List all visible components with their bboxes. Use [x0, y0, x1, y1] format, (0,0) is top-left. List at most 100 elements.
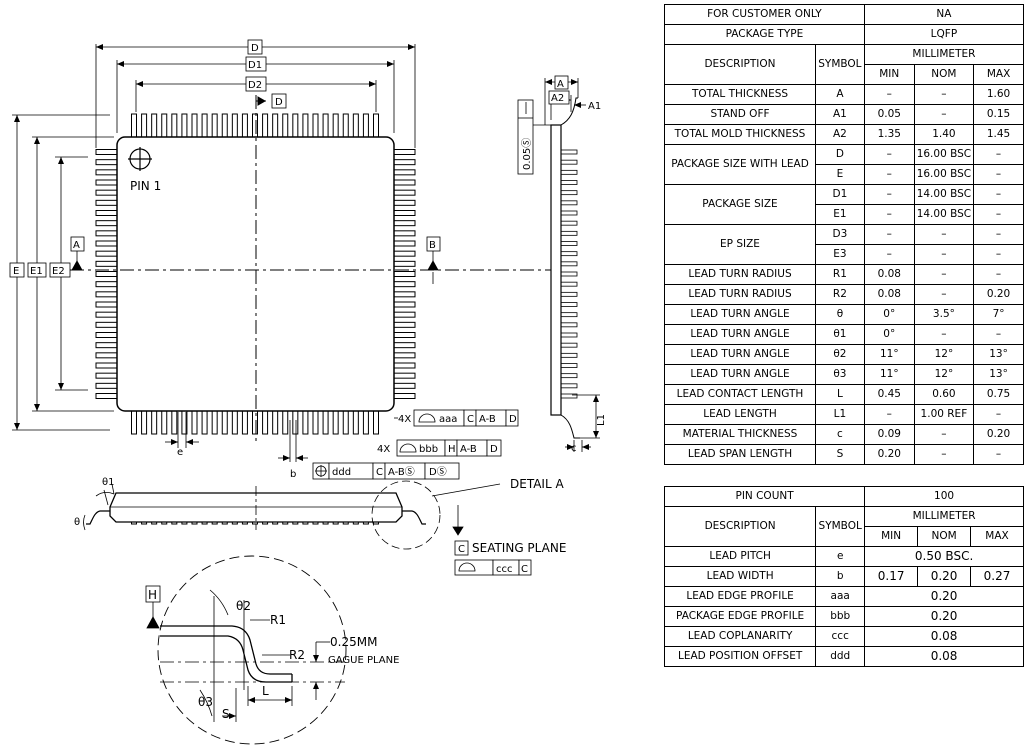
- detail-circle: [157, 555, 347, 745]
- row-max: 0.20: [973, 424, 1024, 445]
- row-max: –: [973, 204, 1024, 225]
- symbol-header: SYMBOL: [814, 44, 865, 85]
- row-nom: 1.00 REF: [913, 404, 975, 425]
- lead: [151, 410, 158, 435]
- row-nom: 12°: [913, 344, 975, 365]
- row-desc: TOTAL MOLD THICKNESS: [664, 124, 816, 145]
- row-min: 11°: [863, 364, 915, 385]
- package-type-row: PACKAGE TYPE LQFP: [664, 24, 1024, 45]
- lead: [292, 410, 299, 435]
- row-min: –: [863, 204, 915, 225]
- lead: [393, 372, 416, 379]
- lead: [560, 281, 578, 287]
- lead: [393, 342, 416, 349]
- pin-header-row: DESCRIPTION SYMBOL MILLIMETER: [663, 506, 1024, 547]
- table-row: LEAD TURN ANGLE θ2 11° 12° 13°: [664, 344, 1024, 365]
- row-desc: LEAD TURN ANGLE: [664, 344, 816, 365]
- r2-label: R2: [289, 648, 305, 662]
- dim-e-label: E: [13, 266, 19, 277]
- lead: [393, 189, 416, 196]
- fcf-ddd-symbol: ddd: [332, 467, 351, 478]
- pin1-marker: [128, 147, 152, 171]
- dim-d-label: D: [251, 43, 259, 54]
- row-desc: LEAD SPAN LENGTH: [664, 444, 816, 465]
- row-max: –: [973, 404, 1024, 425]
- gauge-dim-label: 0.25MM: [330, 635, 377, 649]
- row-desc: LEAD CONTACT LENGTH: [664, 384, 816, 405]
- lead: [241, 113, 248, 138]
- pin-description-header: DESCRIPTION: [663, 506, 817, 547]
- side-top-lead: [560, 97, 578, 126]
- row-symbol: R1: [814, 264, 865, 285]
- package-drawing: PIN 1 D D1 D2 D: [9, 39, 607, 745]
- lead: [95, 260, 118, 267]
- row-min: 0.20: [863, 444, 915, 465]
- lead: [231, 410, 238, 435]
- dim-e2-label: E2: [52, 266, 65, 277]
- row-desc: MATERIAL THICKNESS: [664, 424, 816, 445]
- lead: [302, 410, 309, 435]
- max-header: MAX: [973, 64, 1024, 85]
- table-row: LEAD COPLANARITY ccc 0.08: [663, 626, 1024, 647]
- lead: [211, 410, 218, 435]
- front-left-lead: [86, 510, 110, 525]
- lead: [342, 113, 349, 138]
- row-desc: LEAD TURN ANGLE: [664, 304, 816, 325]
- fcf-aaa-symbol: aaa: [439, 414, 457, 425]
- row-min: –: [863, 404, 915, 425]
- lead: [95, 393, 118, 399]
- row-max: –: [973, 244, 1024, 265]
- lead: [272, 410, 279, 435]
- lead-pitch-row: LEAD PITCH e 0.50 BSC.: [663, 546, 1024, 567]
- lead: [95, 271, 118, 277]
- lead: [560, 302, 578, 307]
- side-dim-a2-label: A2: [551, 93, 564, 104]
- fcf-ccc-symbol: ccc: [496, 564, 513, 575]
- row-min: 0.05: [863, 104, 915, 125]
- datum-h: [145, 585, 161, 629]
- row-symbol: D1: [814, 184, 865, 205]
- table-row: E3 – – –: [665, 244, 1024, 265]
- lead: [95, 311, 118, 318]
- row-desc: LEAD LENGTH: [664, 404, 816, 425]
- row-symbol: θ3: [814, 364, 865, 385]
- fcf-bbb-count: 4X: [377, 444, 390, 455]
- lead: [95, 281, 118, 288]
- row-max: –: [973, 324, 1024, 345]
- datum-a: [70, 236, 85, 271]
- fcf-aaa-datum-ab: A-B: [479, 414, 496, 425]
- lead: [560, 149, 578, 155]
- row-symbol: D: [814, 144, 865, 165]
- lead: [95, 352, 118, 359]
- row-symbol: θ2: [814, 344, 865, 365]
- row-max: –: [973, 144, 1024, 165]
- lead-width-symbol: b: [815, 566, 866, 587]
- lead: [560, 332, 578, 338]
- lead: [231, 113, 238, 138]
- lead: [560, 169, 578, 175]
- pin-count-value: 100: [864, 486, 1024, 507]
- row-max: 0.20: [973, 284, 1024, 305]
- row-min: 11°: [863, 344, 915, 365]
- lead: [302, 113, 309, 138]
- lead: [191, 113, 198, 138]
- lead: [201, 410, 208, 435]
- table-row: MATERIAL THICKNESS c 0.09 – 0.20: [664, 424, 1024, 445]
- lead: [282, 113, 289, 138]
- row-min: 0.45: [863, 384, 915, 405]
- table-row: PACKAGE EDGE PROFILE bbb 0.20: [663, 606, 1024, 627]
- row-max: 1.60: [973, 84, 1024, 105]
- row-symbol: A1: [814, 104, 865, 125]
- detail-a-circle: [371, 480, 441, 550]
- table-row: LEAD LENGTH L1 – 1.00 REF –: [664, 404, 1024, 425]
- pin-dimension-table: PIN COUNT 100 DESCRIPTION SYMBOL MILLIME…: [663, 486, 1024, 667]
- detail-a-label: DETAIL A: [510, 477, 564, 491]
- lead: [560, 251, 578, 257]
- lead: [131, 113, 137, 138]
- left-leads: [95, 149, 118, 399]
- front-right-lead: [402, 510, 426, 525]
- row-nom: 3.5°: [913, 304, 975, 325]
- table-row: LEAD CONTACT LENGTH L 0.45 0.60 0.75: [664, 384, 1024, 405]
- main-table-body: FOR CUSTOMER ONLY NA PACKAGE TYPE LQFP D…: [664, 4, 1024, 465]
- row-nom: 16.00 BSC: [913, 164, 975, 185]
